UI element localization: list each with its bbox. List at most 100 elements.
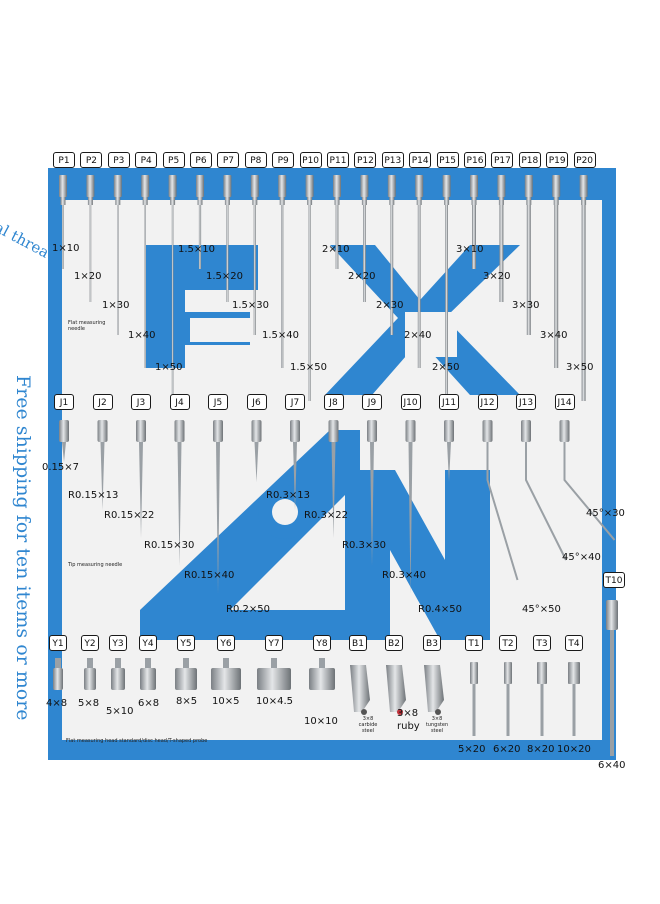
y-dim-label: 8×5 (176, 696, 198, 707)
y-label-tag: B3 (423, 635, 441, 651)
p-needle-shaft (390, 205, 394, 335)
y-dim-label: 6×8 (138, 698, 160, 709)
bottom-note: Flat measuring head standard/disc head/T… (66, 738, 208, 744)
j-needle-tip (254, 442, 259, 482)
j-needle-head (290, 420, 300, 442)
y-label-tag: Y6 (217, 635, 235, 651)
j-needle-head (482, 420, 493, 442)
y-label-tag: Y5 (177, 635, 195, 651)
b-probe-ball (361, 709, 367, 715)
p-needle-collar (389, 197, 395, 205)
p-dim-label: 1.5×50 (290, 362, 328, 373)
b3-note: 3×8 tungsten steel (425, 716, 449, 734)
t-probe-head (504, 662, 512, 684)
b1-note: 3×8 carbide steel (358, 716, 378, 734)
letter-z-shape (140, 430, 360, 640)
y-label-tag: Y8 (313, 635, 331, 651)
t10-label-tag: T10 (603, 572, 625, 588)
j-needle-tip (216, 442, 220, 594)
t-probe-head (537, 662, 547, 684)
y-head-body (111, 668, 125, 690)
t-probe-shaft (572, 684, 576, 736)
p-dim-label: 3×30 (512, 300, 540, 311)
y-head-stem (87, 658, 93, 668)
j-needle-head (97, 420, 108, 442)
y-head-body (175, 668, 197, 690)
j-needle-head (174, 420, 185, 442)
p-needle-head (442, 175, 451, 197)
b-probe-body (350, 665, 370, 712)
j-needle-head (405, 420, 416, 442)
p-needle-collar (170, 197, 176, 205)
p-label-tag: P3 (107, 152, 130, 168)
j-dim-label: R0.2×50 (226, 604, 270, 615)
p-needle-shaft (198, 205, 202, 269)
p-label-tag: P10 (299, 152, 322, 168)
j-dim-label: 0.15×7 (42, 462, 80, 473)
p-dim-label: 1×10 (52, 243, 80, 254)
j-dim-label: R0.15×40 (184, 570, 235, 581)
j-needle-head (367, 420, 377, 442)
p-needle-shaft (308, 205, 311, 401)
j-dim-label: 45°×50 (522, 604, 561, 615)
p-label-tag: P15 (436, 152, 459, 168)
p-needle-collar (307, 197, 313, 205)
p-needle-shaft (363, 205, 366, 302)
p-needle-shaft (171, 205, 174, 401)
p-dim-label: 1.5×20 (206, 271, 244, 282)
p-needle-head (278, 175, 287, 197)
p-needle-shaft (445, 205, 448, 401)
p-needle-shaft (554, 205, 559, 368)
p-dim-label: 1×20 (74, 271, 102, 282)
t-probe-head (568, 662, 580, 684)
p-needle-head (470, 175, 478, 197)
p-needle-head (86, 175, 95, 197)
p-needle-shaft (62, 205, 64, 269)
p-needle-collar (334, 197, 340, 205)
y-head-stem (183, 658, 189, 668)
p-needle-collar (553, 197, 559, 205)
j-needle-tip (447, 442, 451, 482)
y-dim-label: 10×5 (212, 696, 240, 707)
b-probe-body (424, 665, 444, 712)
j-dim-label: R0.3×30 (342, 540, 386, 551)
j-needle-tip (370, 442, 374, 566)
p-label-tag: P19 (546, 152, 569, 168)
y-label-tag: Y2 (81, 635, 99, 651)
t-probe-shaft (540, 684, 544, 736)
p-dim-label: 2×40 (404, 330, 432, 341)
j-dim-label: R0.3×40 (382, 570, 426, 581)
p-label-tag: P11 (327, 152, 349, 168)
p-label-tag: P16 (464, 152, 486, 168)
p-needle-shaft (117, 205, 119, 335)
y-dim-label: 4×8 (46, 698, 68, 709)
y-head-body (257, 668, 291, 690)
b-probe-body (386, 665, 406, 712)
p-needle-shaft (335, 205, 339, 269)
y-head-stem (145, 658, 151, 668)
j-needle-bent-shaft (486, 442, 519, 581)
p-needle-shaft (144, 205, 146, 368)
j-needle-head (328, 420, 339, 442)
p-needle-head (387, 175, 396, 197)
j-label-tag: J10 (400, 394, 421, 410)
p-label-tag: P13 (381, 152, 404, 168)
p-label-tag: P5 (162, 152, 185, 168)
j-needle-head (136, 420, 146, 442)
letter-e-gap (190, 318, 290, 342)
j-label-tag: J8 (323, 394, 344, 410)
p-dim-label: 3×20 (483, 271, 511, 282)
p-dim-label: 1×50 (155, 362, 183, 373)
y-head-body (84, 668, 96, 690)
y-head-body (309, 668, 335, 690)
y-dim-label: 6×20 (493, 744, 521, 755)
j-needle-tip (408, 442, 413, 594)
j-dim-label: 45°×30 (586, 508, 625, 519)
j-label-tag: J2 (92, 394, 113, 410)
p-needle-head (59, 175, 67, 197)
j-needle-tip (139, 442, 143, 538)
j-needle-tip (62, 442, 66, 462)
p-needle-head (113, 175, 122, 197)
t10-head (606, 600, 618, 630)
